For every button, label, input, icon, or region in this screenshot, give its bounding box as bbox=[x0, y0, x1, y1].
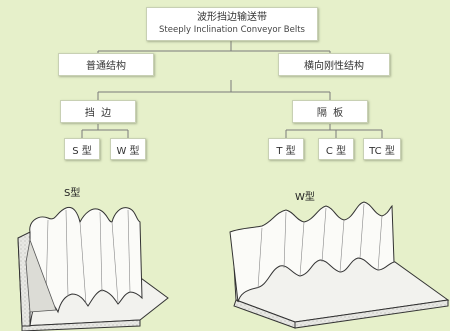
node-s-type: S 型 bbox=[64, 138, 100, 160]
root-title-en: Steeply Inclination Conveyor Belts bbox=[159, 25, 305, 35]
node-normal-structure-label: 普通结构 bbox=[86, 61, 126, 72]
node-s-type-label: S 型 bbox=[72, 145, 92, 157]
s-type-caption: S型 bbox=[64, 188, 81, 199]
node-sidewall: 挡 边 bbox=[60, 100, 136, 123]
root-title-cn: 波形挡边输送带 bbox=[197, 12, 267, 23]
root-node: 波形挡边输送带 Steeply Inclination Conveyor Bel… bbox=[146, 7, 318, 41]
node-w-type-label: W 型 bbox=[116, 145, 140, 157]
node-cleat-label: 隔 板 bbox=[316, 108, 344, 119]
node-w-type: W 型 bbox=[110, 138, 146, 160]
node-tc-type: TC 型 bbox=[363, 138, 401, 160]
node-sidewall-label: 挡 边 bbox=[84, 108, 112, 119]
node-transverse-rigid-structure: 横向刚性结构 bbox=[278, 53, 390, 76]
node-t-type-label: T 型 bbox=[276, 145, 296, 157]
s-type-belt-illustration bbox=[17, 206, 169, 331]
node-c-type: C 型 bbox=[318, 138, 354, 160]
node-cleat: 隔 板 bbox=[292, 100, 368, 123]
node-transverse-rigid-label: 横向刚性结构 bbox=[304, 61, 364, 72]
node-t-type: T 型 bbox=[268, 138, 304, 160]
node-c-type-label: C 型 bbox=[325, 145, 347, 157]
node-normal-structure: 普通结构 bbox=[58, 53, 154, 76]
node-tc-type-label: TC 型 bbox=[369, 145, 395, 157]
w-type-caption: W型 bbox=[295, 192, 315, 203]
w-type-belt-illustration bbox=[229, 201, 450, 329]
